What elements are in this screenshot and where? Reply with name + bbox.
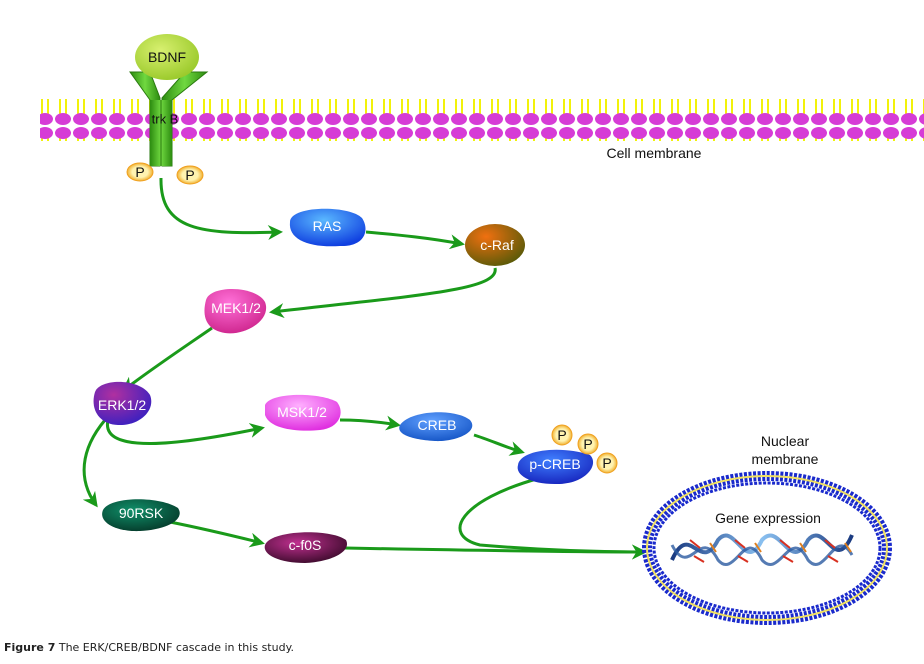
cell-membrane-label: Cell membrane: [607, 145, 702, 161]
trkb-receptor: [129, 71, 209, 167]
bdnf-ligand: [135, 34, 199, 80]
arrow-msk-creb: [339, 415, 401, 431]
node-90rsk: 90RSK: [102, 499, 180, 532]
node-mek: MEK1/2: [204, 288, 267, 334]
svg-text:P: P: [583, 436, 592, 452]
arrow-erk-rsk: [82, 419, 107, 508]
phospho-left: P: [126, 162, 154, 182]
bdnf-label: BDNF: [148, 49, 186, 65]
erk-creb-bdnf-diagram: Cell membrane trk B BDNF P P RAS: [40, 34, 924, 625]
svg-text:P: P: [557, 427, 566, 443]
svg-text:c-f0S: c-f0S: [289, 537, 322, 553]
dna-helix-icon: [670, 533, 854, 566]
arrow-trkb-ras: [159, 177, 283, 240]
phospho-right: P: [176, 165, 204, 185]
node-ras: RAS: [289, 208, 366, 247]
arrow-creb-pcreb: [473, 433, 525, 456]
gene-expression-label: Gene expression: [715, 510, 821, 526]
nuclear-membrane-label-1: Nuclear: [761, 433, 810, 449]
arrow-erk-msk: [106, 419, 265, 445]
arrow-ras-craf: [365, 230, 465, 250]
pcreb-phospho-3: P: [596, 452, 618, 474]
svg-text:c-Raf: c-Raf: [480, 237, 514, 253]
svg-text:P: P: [135, 164, 144, 180]
arrow-craf-mek: [269, 267, 497, 319]
node-erk: ERK1/2: [93, 381, 152, 426]
svg-text:MSK1/2: MSK1/2: [277, 404, 327, 420]
svg-text:CREB: CREB: [418, 417, 457, 433]
node-msk: MSK1/2: [265, 394, 341, 431]
svg-text:P: P: [602, 455, 611, 471]
node-pcreb: p-CREB: [517, 449, 594, 485]
svg-text:ERK1/2: ERK1/2: [98, 397, 146, 413]
svg-text:P: P: [185, 167, 194, 183]
svg-text:RAS: RAS: [313, 218, 342, 234]
node-craf: c-Raf: [465, 224, 525, 266]
pcreb-phospho-2: P: [577, 433, 599, 455]
nuclear-membrane-label-2: membrane: [752, 451, 819, 467]
caption-label: Figure 7: [4, 641, 56, 654]
svg-text:90RSK: 90RSK: [119, 505, 164, 521]
node-creb: CREB: [399, 412, 473, 442]
cell-membrane: [40, 99, 924, 141]
arrow-rsk-cfos: [169, 520, 265, 548]
caption-text: The ERK/CREB/BDNF cascade in this study.: [55, 641, 295, 654]
pcreb-phospho-1: P: [551, 424, 573, 446]
figure-caption: Figure 7 The ERK/CREB/BDNF cascade in th…: [4, 641, 294, 654]
nucleus: [642, 471, 892, 625]
arrow-pcreb-nucleus: [458, 476, 647, 560]
svg-text:p-CREB: p-CREB: [529, 456, 580, 472]
trkb-label: trk B: [152, 112, 179, 127]
svg-text:MEK1/2: MEK1/2: [211, 300, 261, 316]
node-cfos: c-f0S: [264, 532, 347, 563]
arrow-mek-erk: [121, 326, 213, 392]
